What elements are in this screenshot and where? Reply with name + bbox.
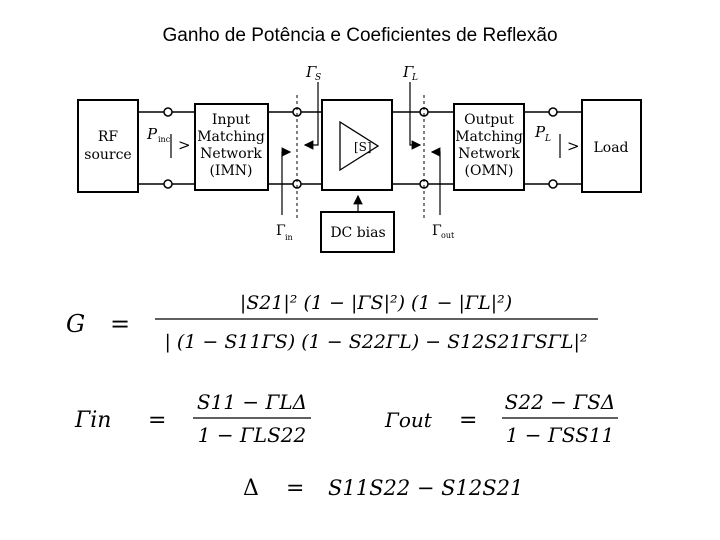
imn-label-1: Input: [212, 112, 251, 128]
p-l-symbol: P: [534, 123, 546, 141]
node: [163, 179, 173, 189]
rf-source-label-1: RF: [98, 129, 119, 145]
gamma-s-subscript: S: [315, 73, 321, 83]
imn-label-2: Matching: [197, 129, 265, 145]
gamma-in-denominator: 1 − ΓLS22: [198, 423, 307, 447]
omn-label-1: Output: [464, 112, 514, 128]
arrow-load: >: [567, 137, 580, 155]
omn-label-3: Network: [458, 146, 520, 162]
gamma-in-equation: Γin = S11 − ΓLΔ 1 − ΓLS22: [74, 390, 311, 447]
imn-block: Input Matching Network (IMN): [194, 103, 269, 191]
load-block: Load: [581, 99, 642, 193]
gain-equals: =: [110, 310, 130, 338]
imn-label-4: (IMN): [209, 163, 252, 179]
load-label: Load: [593, 140, 628, 156]
gamma-out-equation: Γout = S22 − ΓSΔ 1 − ΓSS11: [384, 390, 618, 447]
gamma-s-symbol: Γ: [305, 63, 317, 81]
gamma-in-subscript: in: [285, 233, 293, 242]
gain-numerator: |S21|² (1 − |ΓS|²) (1 − |ΓL|²): [240, 292, 512, 314]
node: [548, 107, 558, 117]
gamma-in-symbol: Γ: [276, 223, 286, 239]
gamma-out-denominator: 1 − ΓSS11: [506, 423, 615, 447]
s-matrix-label: [S]: [354, 140, 372, 154]
gain-equation: G = |S21|² (1 − |ΓS|²) (1 − |ΓL|²) | (1 …: [66, 292, 598, 353]
delta-lhs: Δ: [243, 476, 259, 501]
omn-label-2: Matching: [455, 129, 523, 145]
delta-rhs: S11S22 − S12S21: [328, 476, 523, 500]
delta-equation: Δ = S11S22 − S12S21: [243, 476, 523, 501]
arrow-inc: >: [178, 136, 191, 154]
gamma-out-numerator: S22 − ΓSΔ: [505, 390, 616, 414]
gamma-in-equals: =: [148, 408, 166, 433]
gain-lhs: G: [66, 310, 85, 338]
p-inc-subscript: inc: [158, 135, 171, 144]
gamma-out-equals: =: [459, 408, 477, 433]
delta-equals: =: [286, 476, 304, 501]
imn-label-3: Network: [200, 146, 262, 162]
dc-bias-label: DC bias: [330, 225, 385, 241]
node: [548, 179, 558, 189]
gamma-l-symbol: Γ: [402, 63, 414, 81]
p-l-subscript: L: [544, 134, 551, 144]
gain-denominator: | (1 − S11ΓS) (1 − S22ΓL) − S12S21ΓSΓL|²: [164, 331, 587, 353]
rf-source-label-2: source: [84, 147, 131, 163]
dc-bias-block: DC bias: [320, 194, 395, 253]
omn-label-4: (OMN): [465, 163, 514, 179]
gamma-out-lhs: Γout: [384, 408, 433, 432]
transistor-block: [S]: [321, 99, 393, 191]
gamma-in-numerator: S11 − ΓLΔ: [197, 390, 307, 414]
p-inc-symbol: P: [146, 125, 158, 143]
gamma-out-symbol: Γ: [432, 223, 442, 239]
gamma-out-subscript: out: [441, 231, 455, 240]
omn-block: Output Matching Network (OMN): [453, 103, 525, 191]
gamma-in-lhs: Γin: [74, 408, 111, 433]
slide-title: Ganho de Potência e Coeficientes de Refl…: [162, 25, 558, 46]
node: [163, 107, 173, 117]
gamma-l-subscript: L: [411, 73, 418, 83]
rf-source-block: RF source: [77, 99, 139, 193]
